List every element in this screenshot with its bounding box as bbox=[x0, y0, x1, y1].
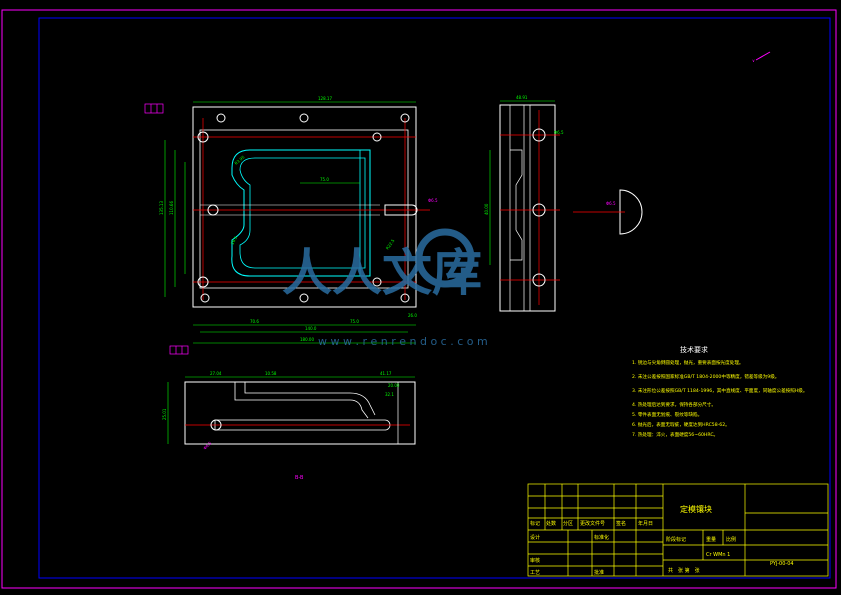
watermark-text: 人人文库 bbox=[282, 244, 482, 302]
tb-stage: 阶段标记 bbox=[666, 536, 686, 543]
tb-weight: 重量 bbox=[706, 536, 716, 543]
outer-border bbox=[1, 9, 837, 589]
tb-material: Cr WMn 1 bbox=[706, 552, 730, 558]
tb-zone: 分区 bbox=[563, 520, 573, 527]
dim-sec-4: 32.1 bbox=[385, 392, 394, 397]
tb-change-no: 更改文件号 bbox=[580, 520, 605, 527]
tech-item: 3. 未注形位公差按照GB/T 1184-1996，其中直线度、平面度，同轴度公… bbox=[632, 387, 808, 394]
tb-date: 年月日 bbox=[638, 520, 653, 527]
datum-symbol-a bbox=[144, 103, 164, 114]
tech-heading: 技术要求 bbox=[680, 345, 708, 354]
dim-hole: Φ6.5 bbox=[428, 198, 438, 203]
tech-item: 4. 热处理后达到要求，保持各部分尺寸。 bbox=[632, 401, 716, 408]
tb-approve: 批准 bbox=[594, 569, 604, 576]
dim-inner-width: 75.0 bbox=[320, 177, 329, 182]
dim-notch: 16.5 bbox=[230, 235, 239, 246]
svg-text:∨: ∨ bbox=[752, 58, 755, 63]
dim-sec-hole: Φ6.5 bbox=[202, 440, 213, 451]
dim-bottom-1: 70.6 bbox=[250, 319, 259, 324]
dim-bottom-3: 140.0 bbox=[305, 326, 317, 331]
dim-sec-3: 41.17 bbox=[380, 371, 392, 376]
tech-item: 5. 零件表面无划痕、裂纹等缺陷。 bbox=[632, 411, 702, 418]
dim-radius: R3.95 bbox=[233, 154, 246, 166]
tech-item: 6. 抛光后，表面无瑕疵，硬度达到HRC58-62。 bbox=[632, 421, 730, 428]
tb-standard: 标准化 bbox=[594, 534, 609, 541]
part-title: 定模镶块 bbox=[680, 504, 712, 514]
dim-bottom-2: 75.0 bbox=[350, 319, 359, 324]
dim-sec-height: 25.01 bbox=[162, 408, 167, 420]
tb-review: 审核 bbox=[530, 557, 540, 564]
tech-requirements: 技术要求 1. 锐边与尖角倒圆处理，抛光，重要表面按光度处理。 2. 未注公差按… bbox=[632, 345, 808, 438]
inner-border bbox=[38, 17, 831, 579]
dim-top-width: 128.17 bbox=[318, 96, 332, 101]
dim-offset: 26.0 bbox=[408, 313, 417, 318]
roughness-symbol: ∨ bbox=[752, 51, 771, 63]
tb-mark: 标记 bbox=[530, 520, 540, 527]
tech-item: 1. 锐边与尖角倒圆处理，抛光，重要表面按光度处理。 bbox=[632, 359, 744, 366]
tech-item: 2. 未注公差按照国家标准GB/T 1804-2000中等精度，错差等级为9级。 bbox=[632, 373, 779, 380]
tb-design: 设计 bbox=[530, 534, 540, 541]
dim-side-height: 40.00 bbox=[484, 203, 489, 215]
dim-side-hole: Φ6.5 bbox=[554, 130, 564, 135]
section-view: 27.04 10.58 41.17 25.01 32.1 20.00 Φ6.5 … bbox=[162, 371, 416, 481]
dim-left-inner: 110.66 bbox=[169, 201, 174, 215]
dim-sec-1: 27.04 bbox=[210, 371, 222, 376]
watermark: 人人文库 w w w . r e n r e n d o c . c o m bbox=[282, 228, 488, 348]
tb-sheets: 共 张 第 张 bbox=[668, 567, 700, 574]
dim-bottom-total: 180.00 bbox=[300, 337, 314, 342]
datum-symbol-b bbox=[169, 345, 189, 355]
tech-item: 7. 热处理：淬火，表面硬度56~60HRC。 bbox=[632, 431, 718, 438]
plan-view: 128.17 135.13 110.66 bbox=[144, 96, 438, 355]
dim-left-height: 135.13 bbox=[159, 201, 164, 215]
tb-scale: 比例 bbox=[726, 536, 736, 543]
dim-sec-5: 20.00 bbox=[388, 383, 400, 388]
drawing-number: PYJ-00-04 bbox=[770, 561, 794, 567]
title-block-text: 标记 处数 分区 更改文件号 签名 年月日 设计 标准化 审核 工艺 批准 定模… bbox=[530, 504, 794, 576]
dim-side-width: 48.91 bbox=[516, 95, 528, 100]
dim-detail: Φ6.5 bbox=[606, 201, 616, 206]
side-view: 48.91 40.00 Φ6.5 Φ6.5 bbox=[484, 95, 643, 312]
tb-sign: 签名 bbox=[616, 520, 626, 527]
watermark-url: w w w . r e n r e n d o c . c o m bbox=[318, 335, 488, 348]
title-block bbox=[527, 483, 829, 577]
tb-process: 工艺 bbox=[530, 570, 540, 576]
section-label: B-B bbox=[295, 475, 304, 481]
dim-slot-radius: R22.5 bbox=[385, 238, 396, 251]
tb-count: 处数 bbox=[546, 520, 556, 527]
dim-sec-2: 10.58 bbox=[265, 371, 277, 376]
